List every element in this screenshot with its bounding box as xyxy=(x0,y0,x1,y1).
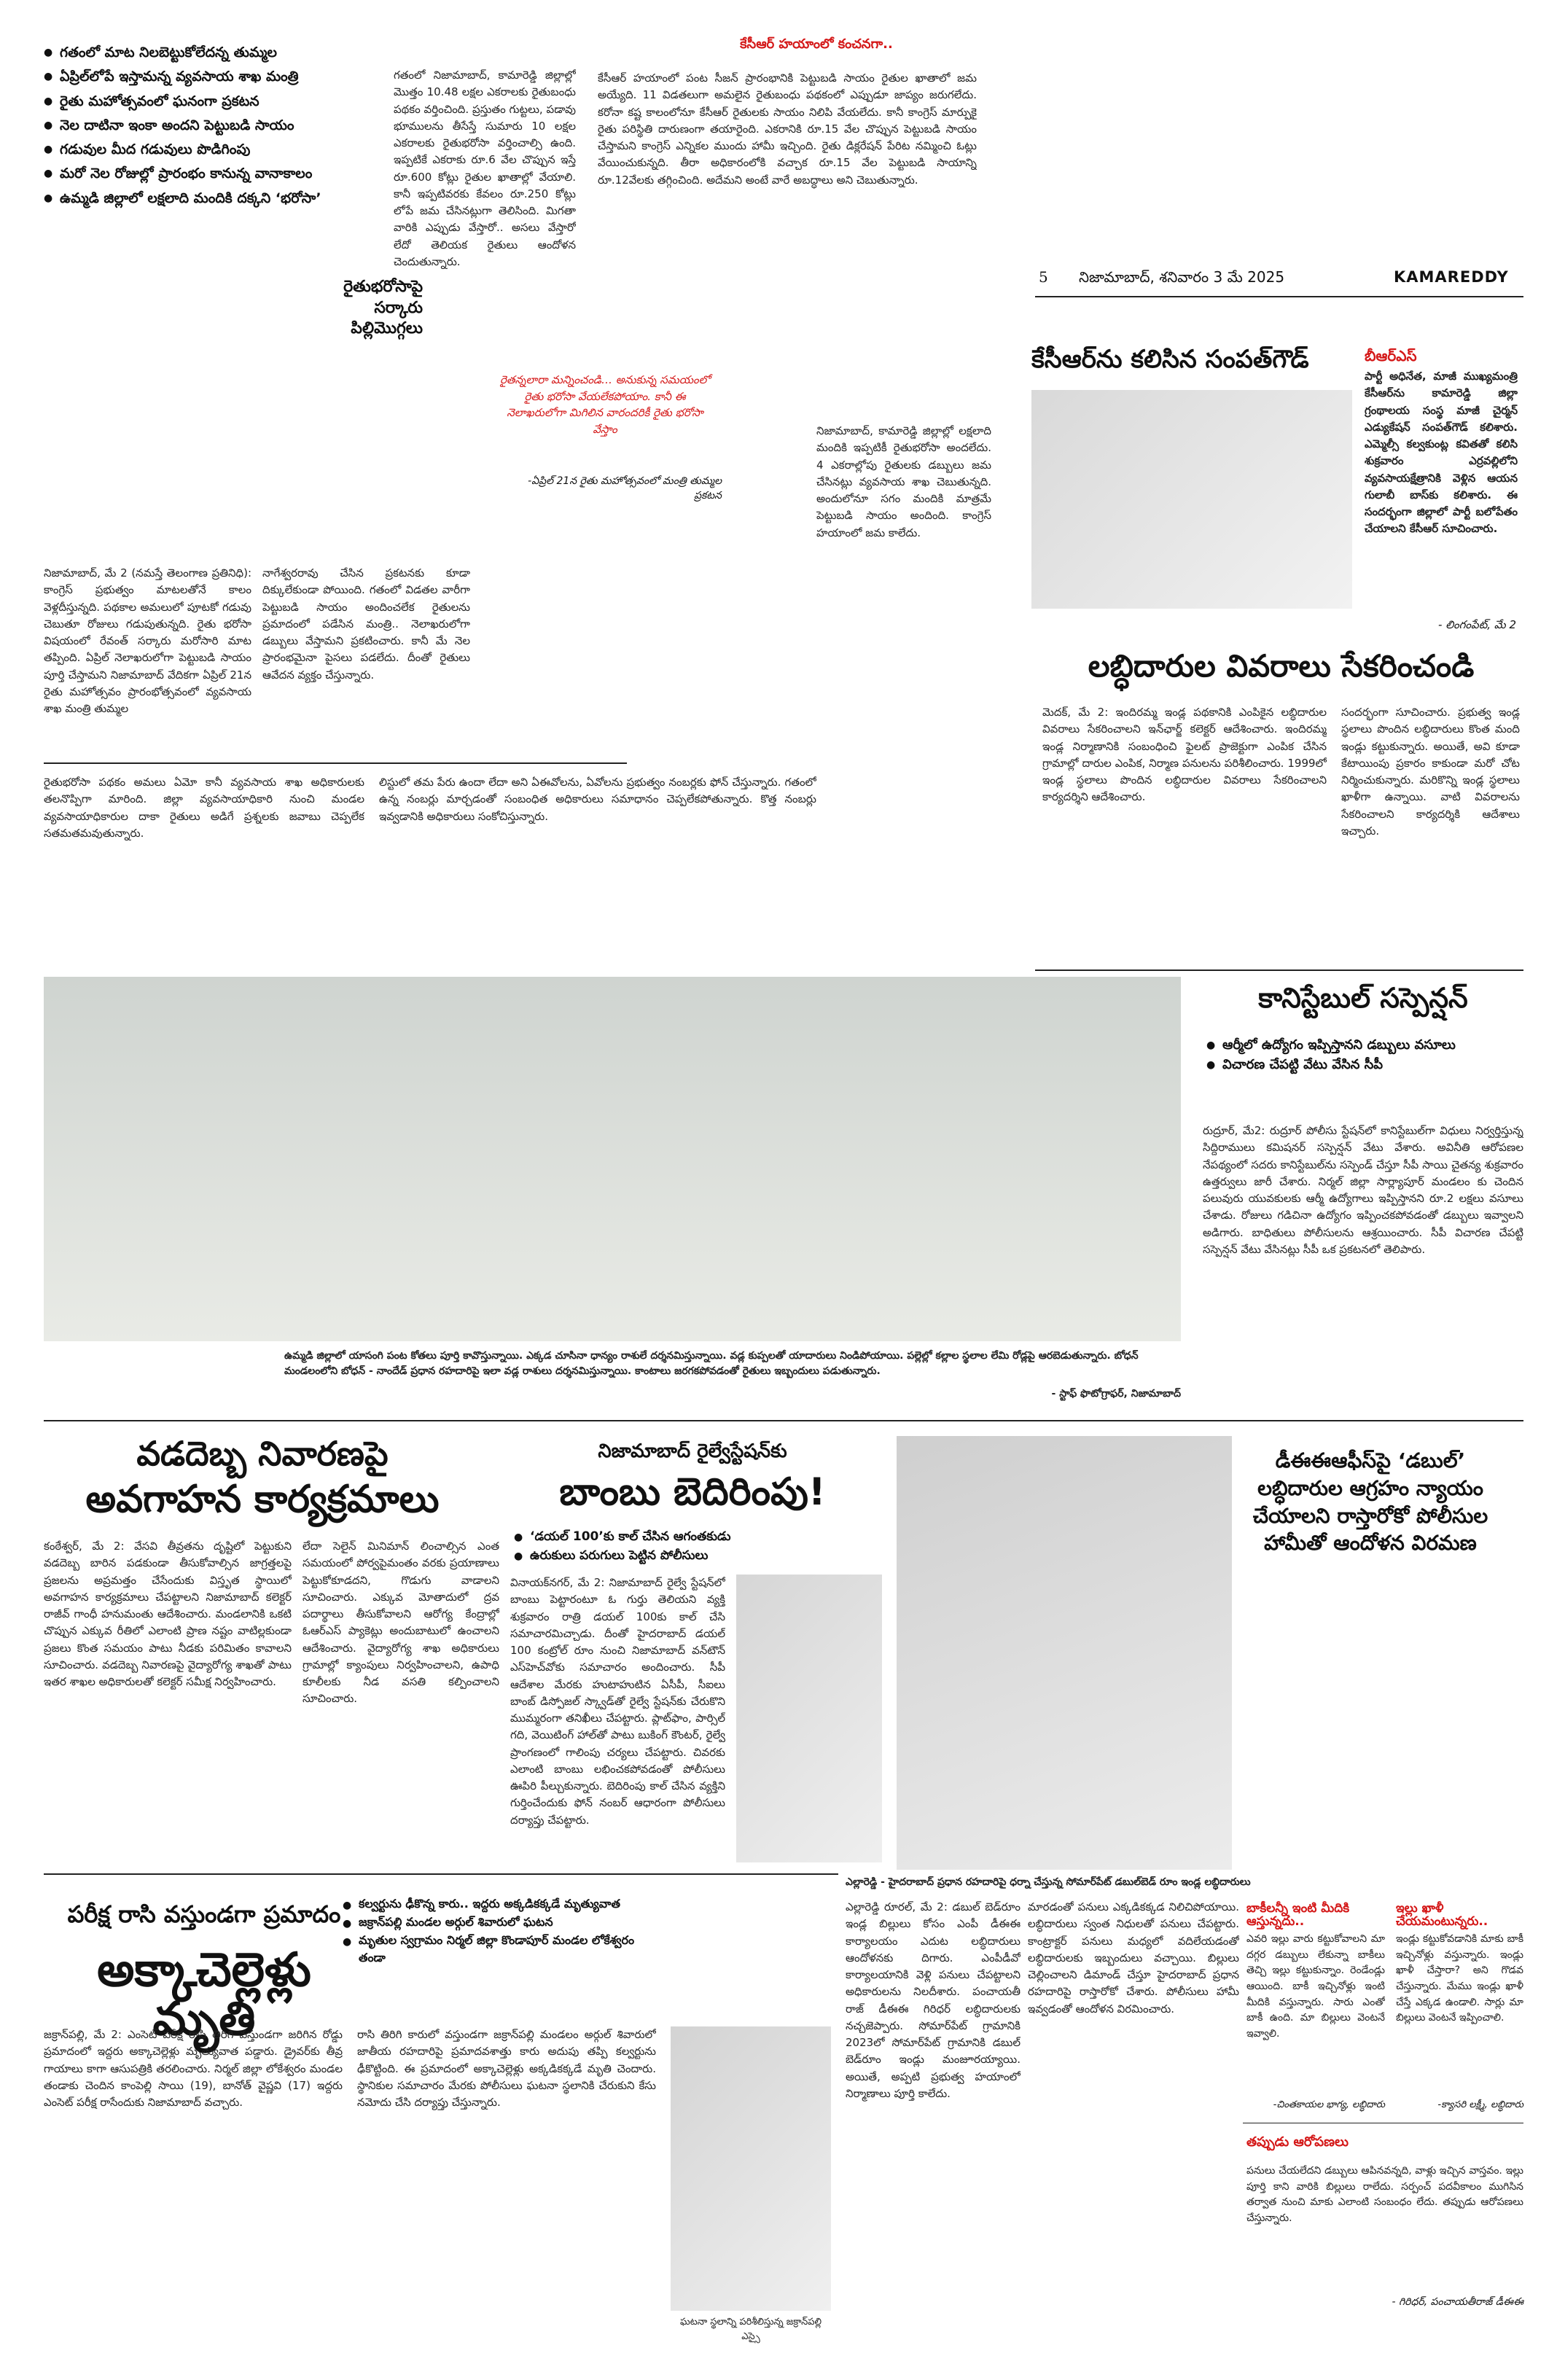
masthead-date: నిజామాబాద్, శనివారం 3 మే 2025 xyxy=(1079,268,1285,286)
rythu-bharosa-dateline: నిజామాబాద్, మే 2 (నమస్తే తెలంగాణ ప్రతిని… xyxy=(44,566,251,715)
accident-photo-caption: ఘటనా స్థలాన్ని పరిశీలిస్తున్న జక్రాన్‌పల… xyxy=(679,2317,822,2342)
divider xyxy=(44,1420,1523,1421)
double-bedroom-col-b: మారడంతో పనులు ఎక్కడికక్కడ నిలిచిపోయాయి. … xyxy=(1028,1900,1239,2016)
rythu-bharosa-bullets: గతంలో మాట నిలబెట్టుకోలేదన్న తుమ్మల ఏప్రి… xyxy=(44,41,394,211)
divider xyxy=(44,762,627,764)
labdhidarulu-headline: లబ్ధిదారుల వివరాలు సేకరించండి xyxy=(1088,648,1475,684)
sisters-headline: అక్కాచెల్లెళ్లు మృతి xyxy=(97,1943,311,2047)
sisters-kicker: పరీక్ష రాసి వస్తుండగా ప్రమాదం xyxy=(67,1900,341,1928)
bullet: నెల దాటినా ఇంకా అందని పెట్టుబడి సాయం xyxy=(44,114,394,138)
paddy-photo-credit: - స్టాఫ్ ఫొటోగ్రాఫర్, నిజామాబాద్ xyxy=(1051,1388,1181,1400)
khali-box-title: ఇల్లు ఖాళీ చేయమంటున్నరు.. xyxy=(1396,1901,1488,1929)
sisters-col-a: జక్రాన్‌పల్లి, మే 2: ఎంసెట్ పరీక్ష రాసి … xyxy=(44,2028,343,2109)
photo-paddy-heaps xyxy=(44,977,1181,1341)
divider xyxy=(44,1873,838,1875)
bomb-headline: బాంబు బెదిరింపు! xyxy=(559,1470,826,1514)
bullet: కల్వర్టును ఢీకొన్న కారు.. ఇద్దరు అక్కడిక… xyxy=(343,1895,649,1913)
double-bedroom-col-a: ఎల్లారెడ్డి రూరల్, మే 2: డబుల్ బెడ్‌రూం … xyxy=(846,1900,1021,2100)
constable-bullets: ఆర్మీలో ఉద్యోగం ఇప్పిస్తానని డబ్బులు వసూ… xyxy=(1206,1035,1520,1074)
rythu-bharosa-headline: రైతుభరోసాపై సర్కారు పిల్లిమొగ్గలు xyxy=(343,278,423,338)
bullet: మరో నెల రోజుల్లో ప్రారంభం కానున్న వానాకా… xyxy=(44,162,394,186)
tappudu-box-text: పనులు చేయలేదని డబ్బులు ఆపినవన్నది, వాళ్ల… xyxy=(1246,2165,1523,2225)
bomb-kicker: నిజామాబాద్ రైల్వేస్టేషన్‌కు xyxy=(598,1440,787,1462)
bullet: గతంలో మాట నిలబెట్టుకోలేదన్న తుమ్మల xyxy=(44,41,394,65)
kcr-box-text: కేసీఆర్ హయాంలో పంట సీజన్ ప్రారంభానికి పె… xyxy=(598,71,977,187)
bomb-bullets: ‘డయల్ 100’కు కాల్ చేసిన ఆగంతకుడు ఉరుకులు… xyxy=(514,1527,878,1566)
khali-box-text: ఇండ్లు కట్టుకోవడానికి మాకు బాకీ ఇచ్చినోళ… xyxy=(1396,1933,1523,2024)
page-number: 5 xyxy=(1039,268,1048,286)
rythu-bharosa-col-a: గతంలో నిజామాబాద్, కామారెడ్డి జిల్లాల్లో … xyxy=(394,69,576,268)
masthead-rule xyxy=(1035,296,1523,297)
bullet: ఉమ్మడి జిల్లాలో లక్షలాది మందికి దక్కని ‘… xyxy=(44,187,394,211)
photo-sampath-kcr xyxy=(1031,390,1352,609)
sampath-headline: కేసీఆర్‌ను కలిసిన సంపత్‌గౌడ్ xyxy=(1031,345,1309,374)
rythu-bharosa-continuation: నాగేశ్వరరావు చేసిన ప్రకటనకు కూడా దిక్కుల… xyxy=(262,566,470,682)
vadadebba-col-a: కంఠేశ్వర్, మే 2: వేసవి తీవ్రతను దృష్టిలో… xyxy=(44,1540,292,1688)
vadadebba-headline-1: వడదెబ్బ నివారణపై xyxy=(136,1434,389,1473)
photo-accident-site xyxy=(671,2026,831,2311)
minister-quote-attribution: -ఏప్రిల్ 21న రైతు మహోత్సవంలో మంత్రి తుమ్… xyxy=(528,475,722,502)
edition-name: KAMAREDDY xyxy=(1394,268,1509,286)
labdhidarulu-col-a: మెదక్, మే 2: ఇందిరమ్మ ఇండ్ల పథకానికి ఎంప… xyxy=(1042,706,1327,804)
bullet: ‘డయల్ 100’కు కాల్ చేసిన ఆగంతకుడు xyxy=(514,1527,878,1546)
labdhidarulu-col-b: సందర్భంగా సూచించారు. ప్రభుత్వ ఇండ్ల స్థల… xyxy=(1341,706,1520,838)
double-bedroom-headline: డీఈఈఆఫీస్‌పై ‘డబుల్’ లబ్ధిదారుల ఆగ్రహం న… xyxy=(1252,1448,1488,1556)
sampath-text: పార్టీ అధినేత, మాజీ ముఖ్యమంత్రి కేసీఆర్‌… xyxy=(1365,370,1518,536)
divider xyxy=(1035,969,1523,971)
minister-quote: రైతన్నలారా మన్నించండి… అనుకున్న సమయంలో ర… xyxy=(499,373,711,436)
paddy-photo-caption: ఉమ్మడి జిల్లాలో యాసంగి పంట కోతలు పూర్తి … xyxy=(284,1350,1139,1377)
bakeelu-box-credit: -చింతకాయల భాగ్య, లబ్ధిదారు xyxy=(1273,2099,1385,2110)
bullet: ఏప్రిల్‌లోపే ఇస్తామన్న వ్యవసాయ శాఖ మంత్ర… xyxy=(44,65,394,89)
khali-box-credit: -క్యాసరి లక్ష్మీ, లబ్ధిదారు xyxy=(1437,2099,1523,2110)
sisters-bullets: కల్వర్టును ఢీకొన్న కారు.. ఇద్దరు అక్కడిక… xyxy=(343,1895,649,1967)
bakeelu-box-title: బాకీలన్నీ ఇంటి మీదికి ఆస్తున్నదు.. xyxy=(1246,1901,1350,1929)
bullet: ఉరుకులు పరుగులు పెట్టిన పోలీసులు xyxy=(514,1546,878,1565)
constable-text: రుద్రూర్, మే2: రుద్రూర్ పోలీసు స్టేషన్‌ల… xyxy=(1203,1124,1523,1256)
rythu-bharosa-lower-b: లిస్టులో తమ పేరు ఉందా లేదా అని ఏఈవోలను, … xyxy=(379,776,816,823)
sisters-col-b: రాసి తిరిగి కారులో వస్తుండగా జక్రాన్‌పల్… xyxy=(357,2028,656,2109)
bullet: జక్రాన్‌పల్లి మండల అర్గుల్ శివారులో ఘటన xyxy=(343,1913,649,1932)
dharna-photo-caption: ఎల్లారెడ్డి - హైదరాబాద్ ప్రధాన రహదారిపై … xyxy=(846,1876,1251,1888)
vadadebba-col-b: లేదా సెలైన్ మినిమాన్ లించాల్సిన ఎంత సమయం… xyxy=(303,1540,499,1706)
rythu-bharosa-col-b: నిజామాబాద్, కామారెడ్డి జిల్లాల్లో లక్షలా… xyxy=(816,424,991,539)
bullet: విచారణ చేపట్టి వేటు వేసిన సీపీ xyxy=(1206,1055,1520,1074)
bullet: ఆర్మీలో ఉద్యోగం ఇప్పిస్తానని డబ్బులు వసూ… xyxy=(1206,1035,1520,1055)
rythu-bharosa-lower-a: రైతుభరోసా పథకం అమలు ఏమో కానీ వ్యవసాయ శాఖ… xyxy=(44,776,364,840)
photo-railway-station xyxy=(736,1575,882,1862)
bullet: గడువుల మీద గడువులు పొడిగింపు xyxy=(44,138,394,162)
tappudu-box-title: తప్పుడు ఆరోపణలు xyxy=(1246,2134,1349,2150)
sampath-credit: - లింగంపేట్, మే 2 xyxy=(1438,618,1516,631)
bullet: రైతు మహోత్సవంలో ఘనంగా ప్రకటన xyxy=(44,90,394,114)
vadadebba-headline-2: అవగాహన కార్యక్రమాలు xyxy=(85,1478,440,1521)
bakeelu-box-text: ఎవరి ఇల్లు వారు కట్టుకోవాలని మా దగ్గర డబ… xyxy=(1246,1933,1385,2040)
bullet: మృతుల స్వగ్రామం నిర్మల్ జిల్లా కొండాపూర్… xyxy=(343,1932,649,1968)
photo-dharna xyxy=(897,1436,1232,1870)
constable-headline: కానిస్టేబుల్ సస్పెన్షన్ xyxy=(1258,982,1468,1014)
bomb-text: వినాయక్‌నగర్, మే 2: నిజామాబాద్ రైల్వే స్… xyxy=(510,1576,725,1827)
brs-tag: బీఆర్ఎస్ xyxy=(1365,347,1417,364)
tappudu-box-credit: - గిరిధర్, పంచాయతీరాజ్ డీఈఈ xyxy=(1392,2296,1524,2308)
kcr-box-title: కేసీఆర్ హయాంలో కంచనగా.. xyxy=(740,36,893,52)
